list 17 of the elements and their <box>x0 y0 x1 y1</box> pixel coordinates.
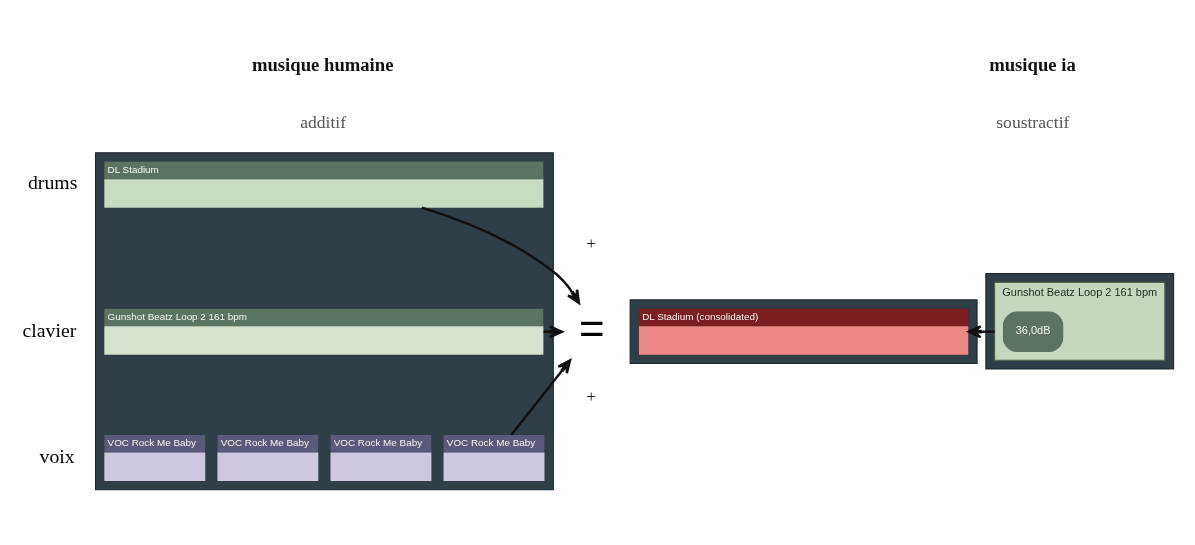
node-label: drums <box>28 170 78 193</box>
label: musique humaine <box>251 53 394 75</box>
label: + <box>586 385 597 406</box>
label: + <box>586 232 597 253</box>
arrow <box>421 206 581 304</box>
cluster <box>94 151 554 490</box>
label: musique ia <box>989 53 1076 75</box>
cluster <box>629 298 978 364</box>
node-label: clavier <box>22 318 77 341</box>
label: soustractif <box>996 111 1070 132</box>
cluster <box>985 272 1175 370</box>
label: additif <box>300 111 347 132</box>
arrow <box>510 358 572 436</box>
node-text: = <box>578 302 605 352</box>
node-label: voix <box>39 444 75 467</box>
node-text: Gunshot Beatz Loop 2 161 bpm <box>107 310 248 322</box>
node-box: 36,0dB <box>1002 310 1064 352</box>
